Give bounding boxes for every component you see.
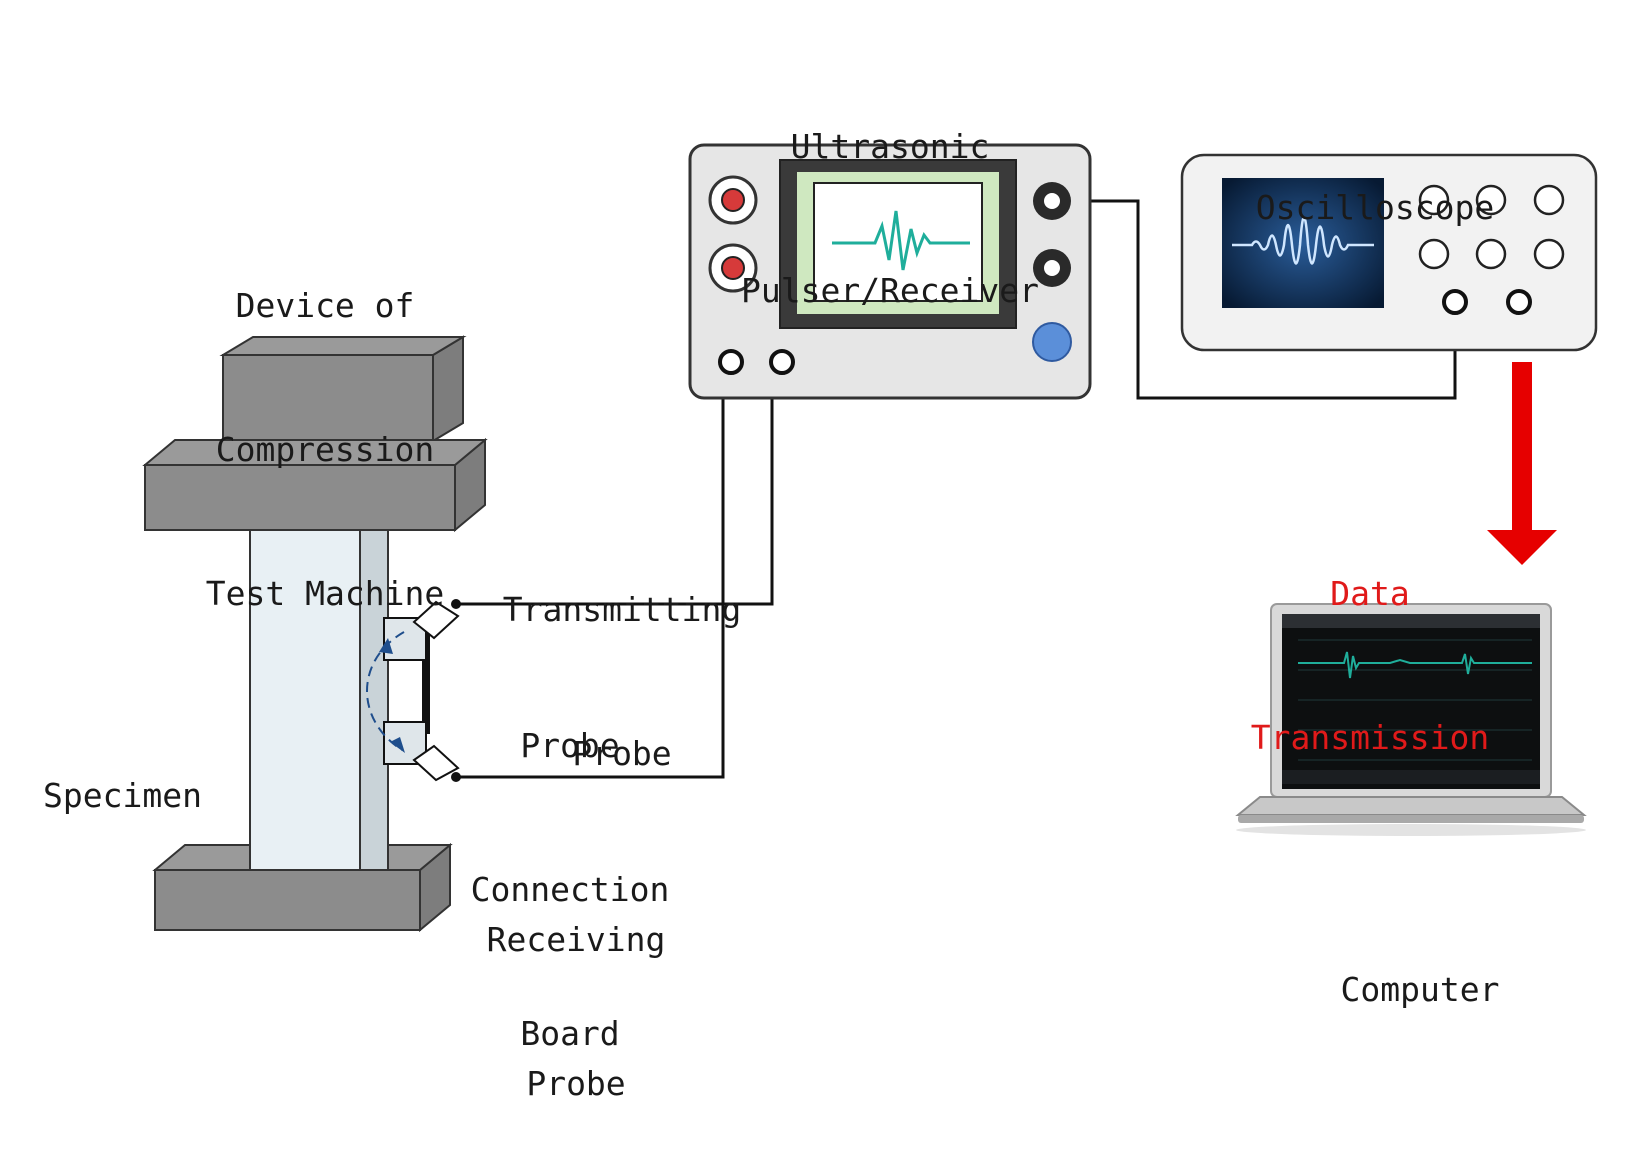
pulser-receiver-device xyxy=(688,143,1092,400)
blue-knob[interactable] xyxy=(1032,322,1072,362)
laptop-waveform xyxy=(1298,651,1532,679)
red-knob-1[interactable] xyxy=(721,188,745,212)
pulser-signal-trace xyxy=(832,210,970,271)
label-receiving-line-1: Receiving xyxy=(486,920,666,959)
label-board-line-2: Connection xyxy=(470,870,670,909)
wire-transmitting xyxy=(456,362,774,606)
laptop-screen-footer xyxy=(1282,770,1540,784)
specimen-front xyxy=(249,529,361,871)
osc-button-1[interactable] xyxy=(1418,184,1450,216)
pulser-port-transmit[interactable] xyxy=(769,349,795,375)
label-machine-line-3: Test Machine xyxy=(205,574,445,613)
label-computer-line: Computer xyxy=(1340,970,1500,1009)
diagram-canvas xyxy=(142,143,1598,933)
label-oscilloscope-line: Oscilloscope xyxy=(1255,188,1495,227)
oscilloscope-device xyxy=(1180,153,1598,352)
machine-upper-platen-front xyxy=(144,464,456,531)
label-pulser-line-1: Ultrasonic xyxy=(790,127,990,166)
data-transmission-arrow xyxy=(1487,362,1557,565)
laptop xyxy=(1235,603,1587,836)
label-data-line-1: Data xyxy=(1330,574,1410,613)
osc-button-5[interactable] xyxy=(1475,238,1507,270)
black-knob-2-center xyxy=(1044,260,1060,276)
osc-button-4[interactable] xyxy=(1418,238,1450,270)
transmitting-probe-connector xyxy=(412,600,460,640)
label-board-line-1: Probe xyxy=(520,726,620,765)
pulser-port-receive[interactable] xyxy=(718,349,744,375)
osc-port-1[interactable] xyxy=(1442,289,1468,315)
probe-assembly xyxy=(366,599,461,782)
laptop-screen-titlebar xyxy=(1282,614,1540,628)
label-specimen-line: Specimen xyxy=(43,776,202,815)
label-pulser-receiver: Ultrasonic Pulser/Receiver xyxy=(710,27,1070,363)
label-compression-machine: Device of Compression Test Machine xyxy=(180,186,470,666)
label-data-line-2: Transmission xyxy=(1250,718,1490,757)
label-machine-line-2: Compression xyxy=(215,430,435,469)
laptop-base xyxy=(1235,796,1587,816)
wire-receiving xyxy=(456,362,725,779)
path-arrow-down xyxy=(390,737,405,753)
label-computer: Computer xyxy=(1325,870,1515,1062)
label-pulser-line-2: Pulser/Receiver xyxy=(740,271,1039,310)
laptop-base-edge xyxy=(1238,815,1584,823)
label-transmitting-line-1: Transmitting xyxy=(502,590,742,629)
oscilloscope-screen xyxy=(1222,178,1384,308)
black-knob-1-center xyxy=(1044,193,1060,209)
laptop-shadow xyxy=(1236,824,1586,836)
arrow-shaft xyxy=(1512,362,1532,532)
label-receiving-line-2: Probe xyxy=(526,1064,626,1103)
label-data-transmission: Data Transmission xyxy=(1225,474,1515,810)
receiving-probe-connector xyxy=(412,744,460,782)
oscilloscope-waveform xyxy=(1232,216,1374,265)
osc-button-2[interactable] xyxy=(1475,184,1507,216)
osc-button-6[interactable] xyxy=(1533,238,1565,270)
arrow-head xyxy=(1487,530,1557,565)
machine-top-block-front xyxy=(222,354,434,442)
specimen-side xyxy=(359,529,389,871)
label-specimen: Specimen xyxy=(30,676,215,868)
probe-connection-board xyxy=(422,624,430,734)
label-oscilloscope: Oscilloscope xyxy=(1215,88,1535,280)
osc-button-3[interactable] xyxy=(1533,184,1565,216)
laptop-grid xyxy=(1298,639,1532,761)
label-machine-line-1: Device of xyxy=(235,286,415,325)
osc-port-2[interactable] xyxy=(1506,289,1532,315)
specimen xyxy=(249,529,389,871)
label-transmitting-line-2: Probe xyxy=(572,734,672,773)
label-transmitting-probe: Transmitting Probe xyxy=(487,490,757,826)
label-receiving-probe: Receiving Probe xyxy=(456,820,696,1156)
red-knob-2[interactable] xyxy=(721,256,745,280)
machine-lower-platen-front xyxy=(154,869,421,931)
wiring xyxy=(456,199,1457,779)
wire-pulser-to-oscilloscope xyxy=(1065,199,1457,400)
path-arrow-up xyxy=(379,638,393,654)
